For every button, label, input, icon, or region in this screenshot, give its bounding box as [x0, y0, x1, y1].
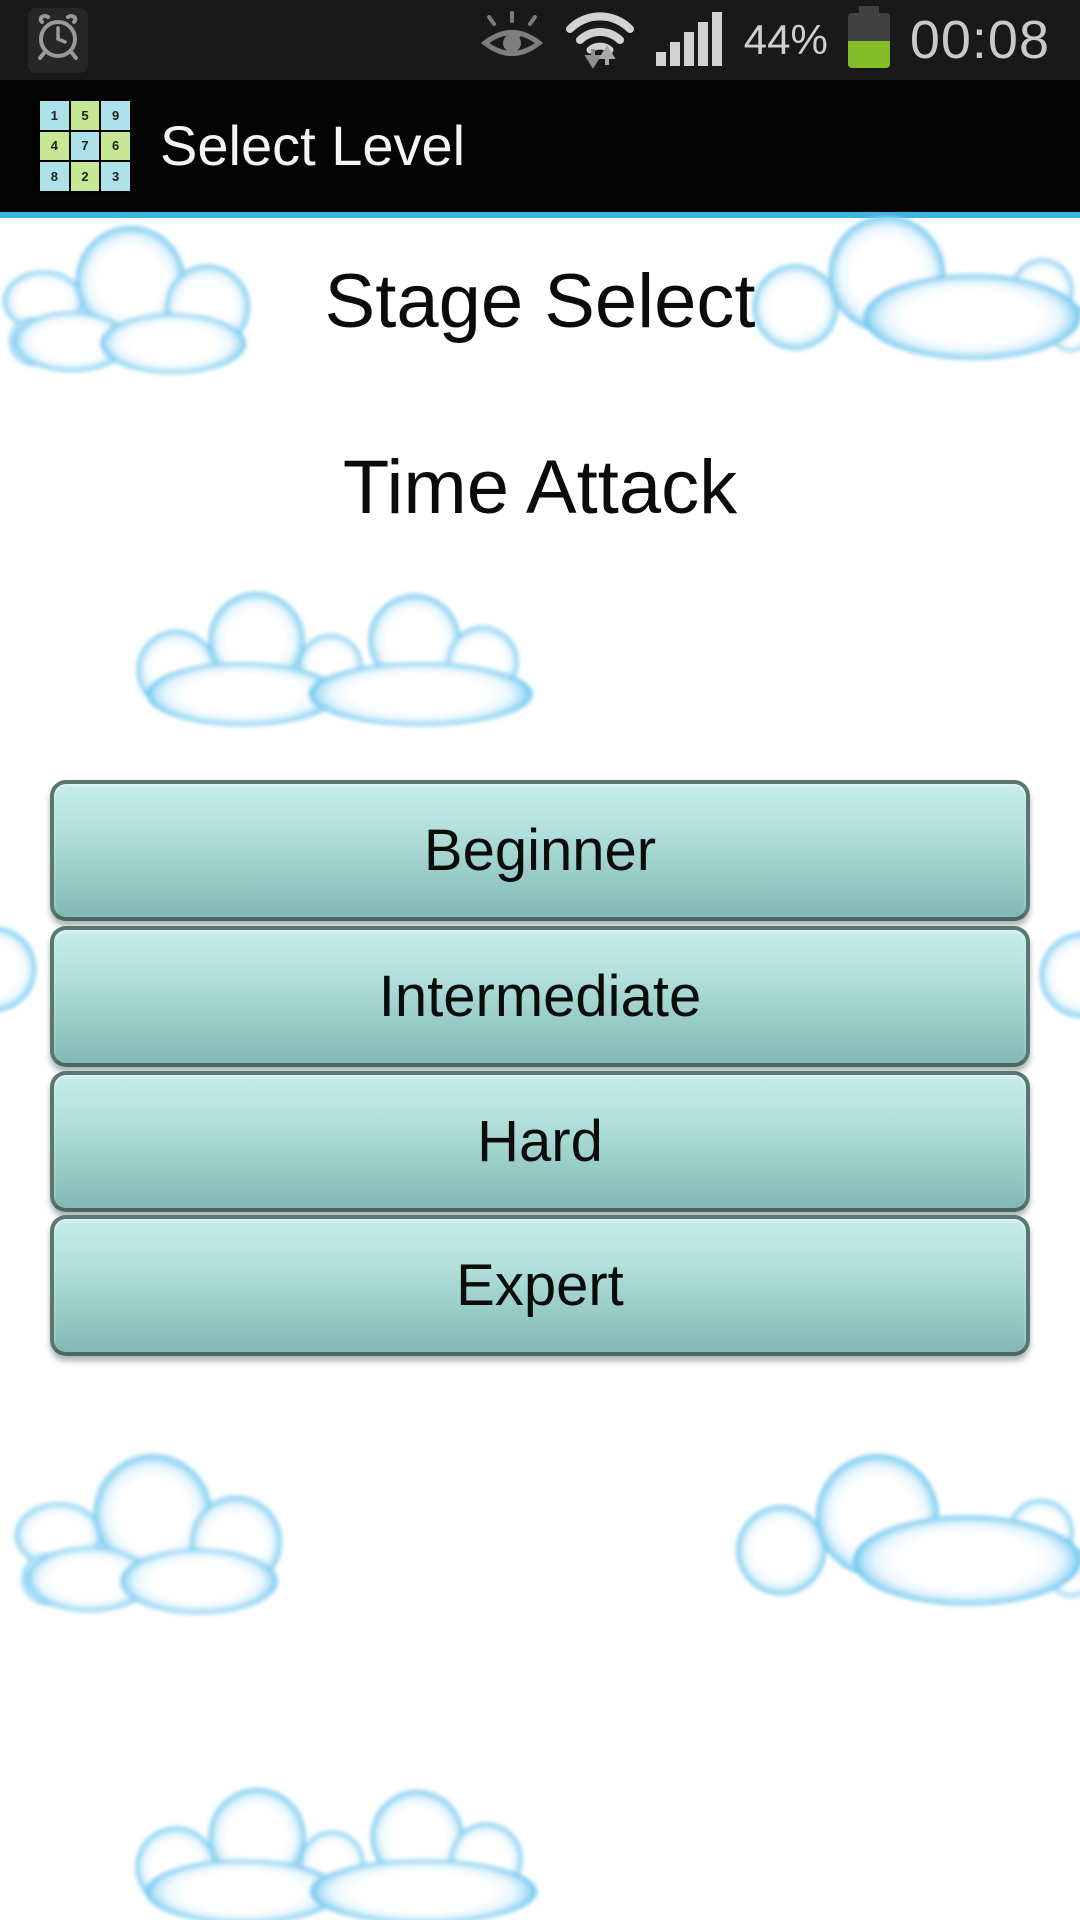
app-icon-cell: 4	[40, 131, 69, 161]
hard-button[interactable]: Hard	[50, 1071, 1030, 1212]
alarm-icon	[28, 7, 88, 73]
app-icon-cell: 5	[70, 101, 100, 130]
stage-select-heading: Stage Select	[324, 259, 756, 344]
app-icon-cell: 6	[101, 131, 130, 161]
wifi-updown-icon	[562, 7, 638, 74]
status-bar: 44% 00:08	[0, 0, 1080, 80]
cloud-bottom-center	[82, 1778, 570, 1920]
intermediate-button[interactable]: Intermediate	[50, 926, 1030, 1067]
beginner-button[interactable]: Beginner	[50, 780, 1030, 921]
time-attack-heading: Time Attack	[342, 445, 738, 530]
app-icon-cell: 7	[70, 131, 100, 161]
app-icon-sudoku-grid: 1 5 9 4 7 6 8 2 3	[38, 99, 132, 193]
cloud-left-edge	[0, 872, 50, 1042]
cloud-bottom-left	[0, 1450, 325, 1625]
cloud-bottom-right	[722, 1445, 1080, 1630]
title-bar: 1 5 9 4 7 6 8 2 3 Select Level	[0, 80, 1080, 212]
page-title: Select Level	[160, 114, 466, 177]
accent-divider	[0, 212, 1080, 218]
app-icon-cell: 9	[101, 101, 130, 130]
cloud-right-edge	[1026, 878, 1080, 1048]
app-icon-cell: 2	[70, 162, 100, 191]
smart-stay-eye-icon	[480, 10, 544, 71]
status-bar-right: 44% 00:08	[480, 5, 1080, 75]
expert-button[interactable]: Expert	[50, 1215, 1030, 1356]
app-icon-cell: 1	[40, 101, 69, 130]
battery-icon	[846, 5, 892, 75]
battery-percent-text: 44%	[743, 16, 828, 63]
status-clock: 00:08	[909, 10, 1050, 70]
app-icon-cell: 8	[40, 162, 69, 191]
status-bar-left	[28, 7, 88, 73]
signal-strength-icon	[655, 10, 726, 71]
cloud-middle	[82, 582, 567, 732]
app-icon-cell: 3	[101, 162, 130, 191]
